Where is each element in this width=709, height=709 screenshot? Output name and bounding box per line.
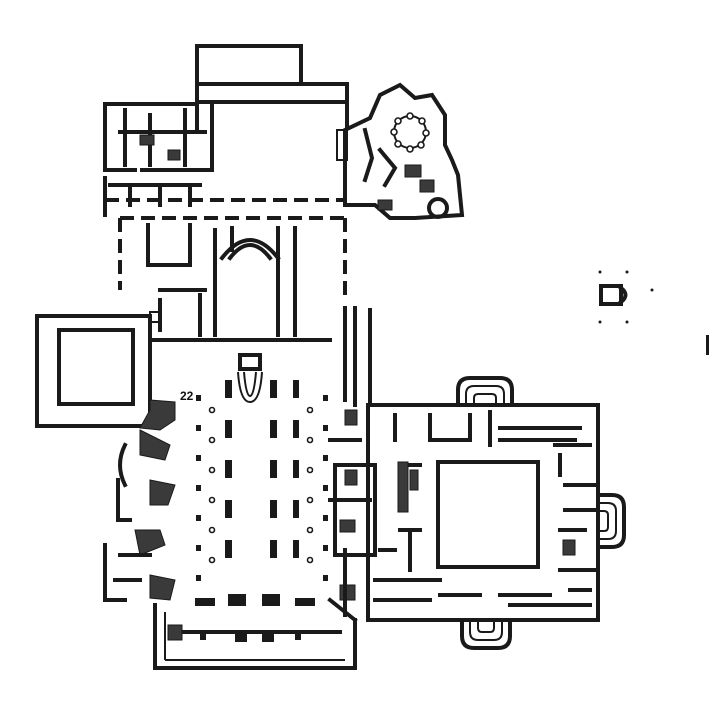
north-block	[195, 44, 349, 161]
nave-columns	[195, 380, 328, 642]
east-cloister	[366, 403, 600, 622]
west-courtyard	[35, 314, 152, 428]
west-chapels	[103, 399, 183, 641]
northeast-chapel	[343, 82, 465, 220]
east-side-chapels	[327, 409, 377, 623]
stepped-apses	[456, 376, 626, 650]
outlying-structure	[598, 270, 709, 355]
cross-corridor	[105, 198, 347, 300]
vestibule	[146, 223, 297, 337]
room-number-label: 22	[180, 389, 194, 403]
chapel-columns	[390, 112, 430, 153]
apse	[237, 353, 263, 404]
basilica-hall: 22	[148, 306, 372, 670]
